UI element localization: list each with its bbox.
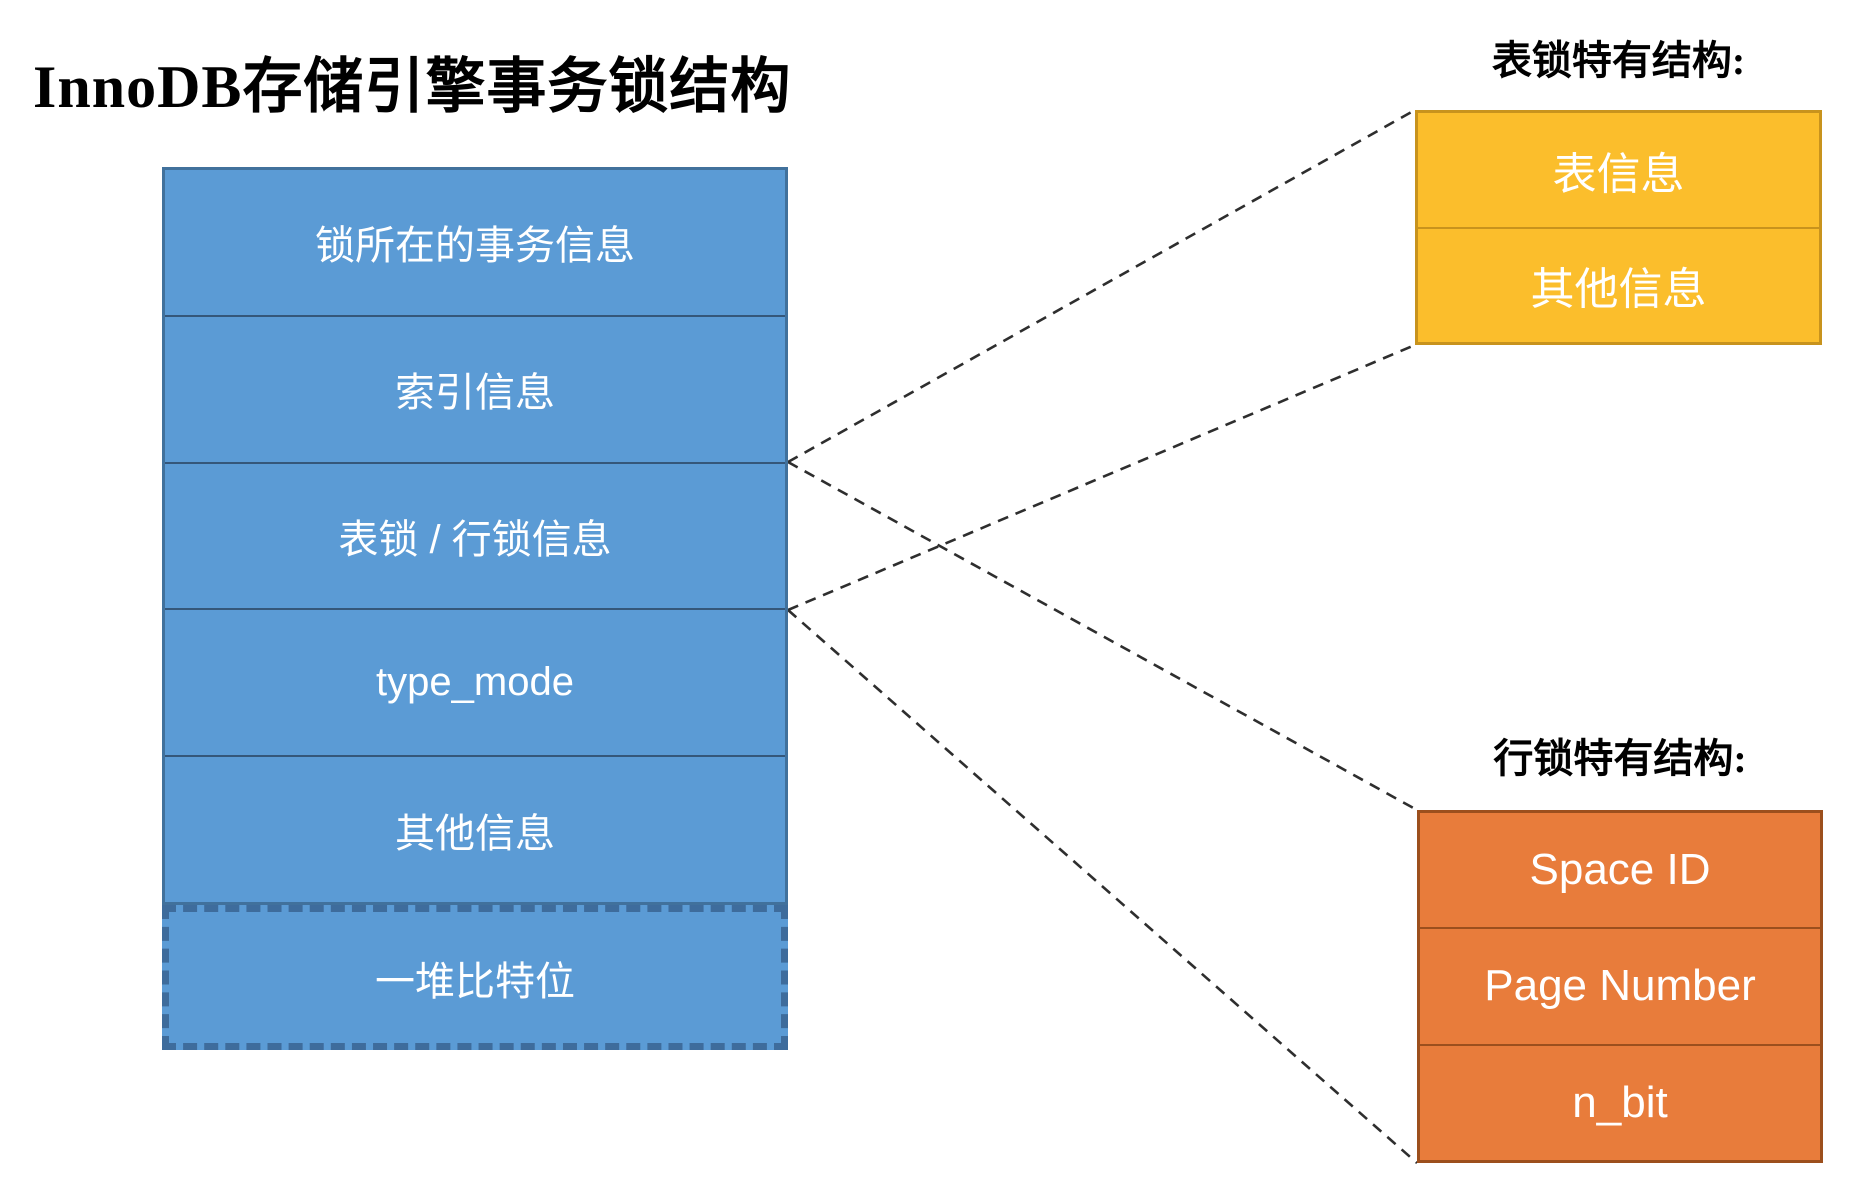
- table-lock-caption: 表锁特有结构:: [1491, 38, 1746, 83]
- row-index-info: 索引信息: [165, 314, 785, 462]
- row-lock-structure-box: Space ID Page Number n_bit: [1417, 810, 1823, 1163]
- row-lock-row-space-id: Space ID: [1529, 845, 1711, 895]
- innodb-lock-structure-box: 锁所在的事务信息 索引信息 表锁 / 行锁信息 type_mode 其他信息 一…: [162, 167, 788, 1050]
- table-lock-row-table-info: 表信息: [1552, 149, 1685, 199]
- connector-lockinfo-to-tablelock-bottom: [787, 343, 1416, 612]
- row-lock-row-page-number: Page Number: [1420, 927, 1820, 1043]
- table-lock-row-other-info: 其他信息: [1418, 226, 1819, 343]
- connector-lockinfo-to-tablelock-top: [787, 108, 1416, 464]
- connector-lockinfo-to-rowlock-top: [787, 460, 1418, 812]
- row-transaction-info: 锁所在的事务信息: [315, 224, 635, 269]
- table-lock-structure-box: 表信息 其他信息: [1415, 110, 1822, 345]
- connector-lockinfo-to-rowlock-bottom: [787, 609, 1418, 1164]
- row-type-mode: type_mode: [165, 608, 785, 755]
- row-bit-fields-dashed: 一堆比特位: [162, 905, 788, 1050]
- page-title: InnoDB存储引擎事务锁结构: [33, 54, 792, 120]
- row-lock-row-n-bit: n_bit: [1420, 1043, 1820, 1160]
- row-lock-caption: 行锁特有结构:: [1493, 736, 1747, 781]
- row-other-info: 其他信息: [165, 755, 785, 902]
- innodb-lock-structure-solid-part: 锁所在的事务信息 索引信息 表锁 / 行锁信息 type_mode 其他信息: [162, 167, 788, 905]
- row-table-or-row-lock-info: 表锁 / 行锁信息: [165, 461, 785, 609]
